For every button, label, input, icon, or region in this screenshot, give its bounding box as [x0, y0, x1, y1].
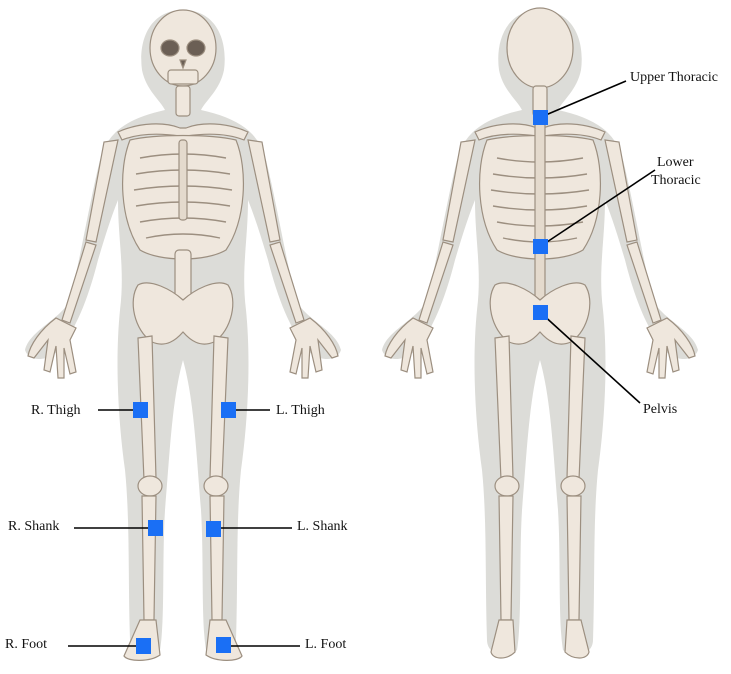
label-r-thigh: R. Thigh: [31, 403, 81, 418]
sensors: [133, 110, 548, 654]
label-pelvis: Pelvis: [643, 402, 678, 417]
label-l-thigh: L. Thigh: [276, 403, 325, 418]
leader-lower-thoracic: [540, 169, 656, 247]
label-l-foot: L. Foot: [305, 637, 347, 652]
sensor-lower-thoracic: [533, 239, 548, 254]
sensor-r-shank: [148, 520, 163, 536]
label-l-shank: L. Shank: [297, 519, 348, 534]
front-skeleton: [25, 9, 341, 661]
label-lower-thoracic-line1: Lower: [657, 155, 694, 170]
label-r-shank: R. Shank: [8, 519, 60, 534]
sensor-r-thigh: [133, 402, 148, 418]
sensor-pelvis: [533, 305, 548, 320]
sensor-l-thigh: [221, 402, 236, 418]
sensor-l-foot: [216, 637, 231, 653]
sensor-l-shank: [206, 521, 221, 537]
label-lower-thoracic-line2: Thoracic: [651, 173, 701, 188]
back-skeleton: [382, 7, 698, 659]
back-skull: [506, 7, 574, 89]
sensor-upper-thoracic: [533, 110, 548, 125]
sensor-r-foot: [136, 638, 151, 654]
label-r-foot: R. Foot: [5, 637, 48, 652]
leader-upper-thoracic: [540, 80, 627, 118]
leader-pelvis: [540, 312, 641, 404]
label-upper-thoracic: Upper Thoracic: [630, 70, 718, 85]
